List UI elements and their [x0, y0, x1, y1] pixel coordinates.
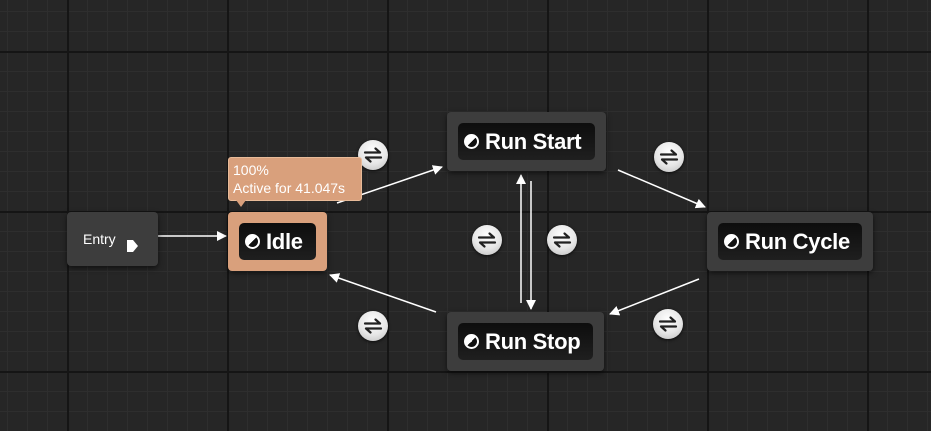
state-icon [464, 334, 479, 349]
state-node-idle-title: Idle [239, 223, 316, 260]
state-node-run-stop[interactable]: Run Stop [447, 312, 604, 371]
transition-rule-icon[interactable] [358, 140, 388, 170]
state-node-run-start[interactable]: Run Start [447, 112, 606, 171]
wire-run-stop-to-idle [329, 273, 437, 313]
state-node-run-cycle-title: Run Cycle [718, 223, 862, 260]
tooltip-active-time: Active for 41.047s [233, 180, 346, 196]
state-label-run-stop: Run Stop [485, 328, 581, 354]
transition-rule-icon[interactable] [654, 142, 684, 172]
transition-rule-icon[interactable] [472, 225, 502, 255]
active-state-tooltip: 100% Active for 41.047s [228, 157, 362, 201]
state-label-idle: Idle [266, 228, 303, 254]
entry-node[interactable]: Entry [67, 212, 158, 266]
state-node-run-start-title: Run Start [458, 123, 595, 160]
state-label-run-cycle: Run Cycle [745, 228, 850, 254]
wire-run-start-to-run-cycle [617, 169, 706, 209]
state-label-run-start: Run Start [485, 128, 582, 154]
state-node-run-cycle[interactable]: Run Cycle [707, 212, 873, 271]
entry-label: Entry [83, 231, 116, 247]
state-icon [245, 234, 260, 249]
tooltip-weight: 100% [233, 162, 269, 178]
transition-rule-icon[interactable] [653, 309, 683, 339]
transition-rule-icon[interactable] [547, 225, 577, 255]
state-node-run-stop-title: Run Stop [458, 323, 593, 360]
tooltip-pointer [236, 200, 246, 207]
state-icon [464, 134, 479, 149]
state-icon [724, 234, 739, 249]
wire-run-cycle-to-run-stop [609, 278, 700, 316]
transition-rule-icon[interactable] [358, 311, 388, 341]
state-node-idle[interactable]: Idle [228, 212, 327, 271]
